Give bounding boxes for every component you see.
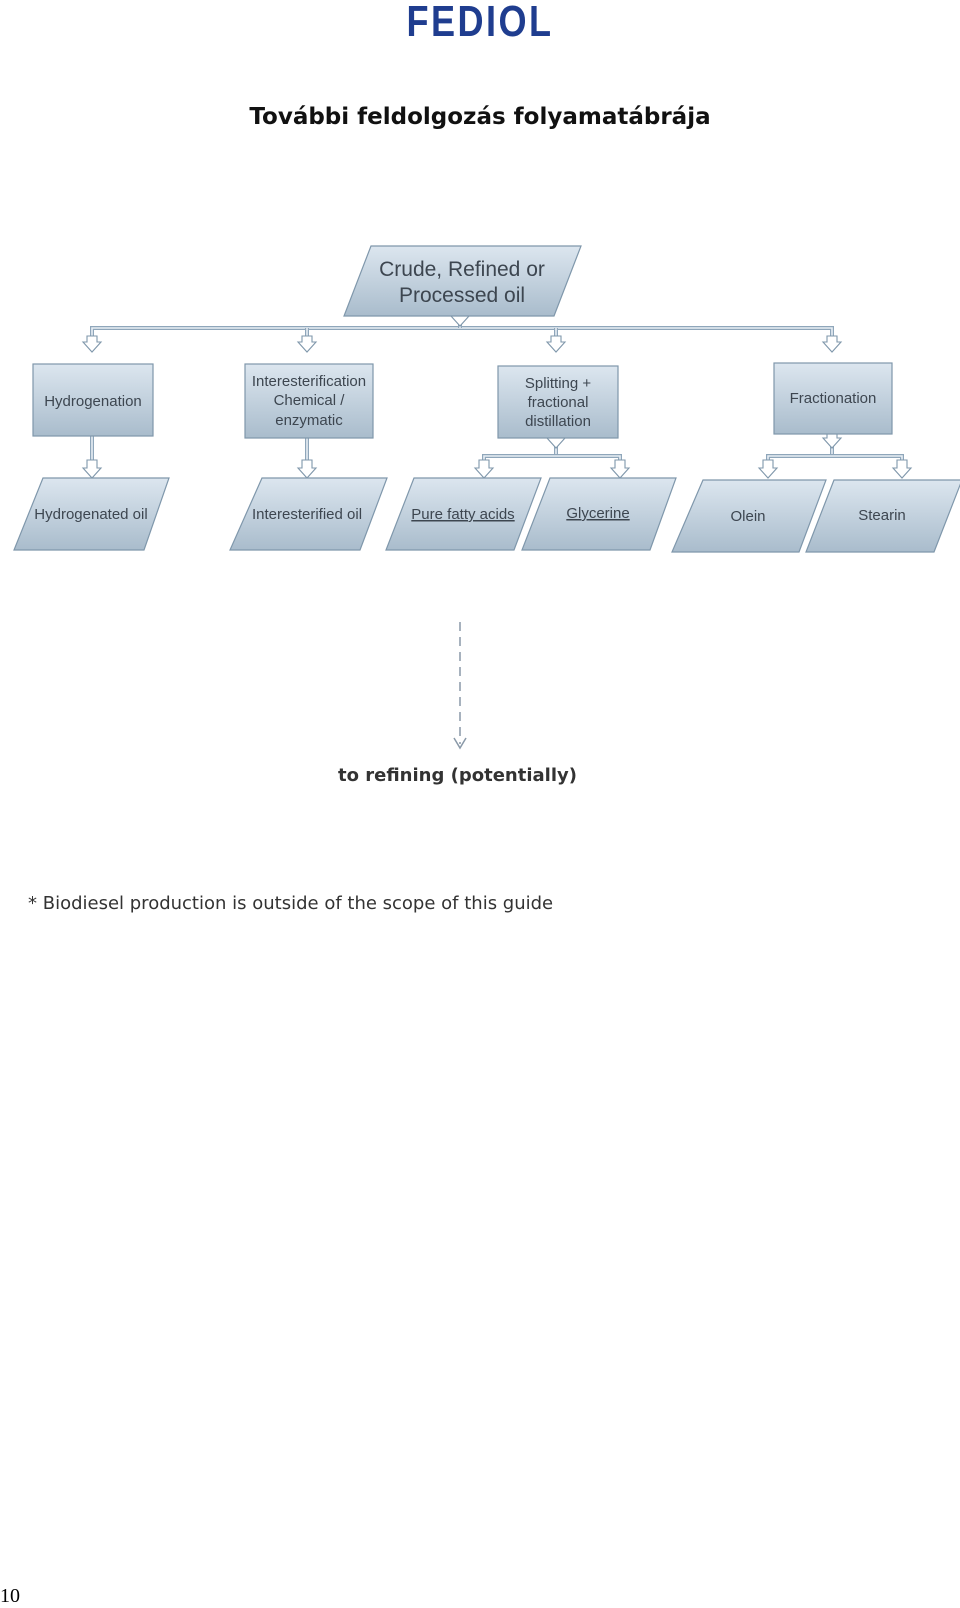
footnote: * Biodiesel production is outside of the…: [28, 893, 554, 914]
product-glycerine: Glycerine: [521, 477, 677, 551]
refining-label: to refining (potentially): [338, 765, 577, 786]
root-node: Crude, Refined or Processed oil: [343, 245, 582, 317]
product-label: Pure fatty acids: [411, 506, 514, 523]
arrow-head: [609, 459, 631, 479]
page-title: További feldolgozás folyamatábrája: [249, 104, 711, 130]
arrow-head: [81, 459, 103, 479]
product-hydrogenated-oil: Hydrogenated oil: [13, 477, 170, 551]
process-label: Interesterification: [252, 373, 366, 390]
root-label-line2: Processed oil: [399, 284, 525, 307]
process-label: Chemical /: [274, 392, 346, 409]
fediol-logo: FEDIOL: [406, 0, 554, 46]
arrow-head: [821, 335, 843, 353]
product-interesterified-oil: Interesterified oil: [229, 477, 388, 551]
root-label-line1: Crude, Refined or: [379, 258, 545, 281]
process-label: enzymatic: [275, 412, 343, 429]
product-stearin: Stearin: [805, 479, 960, 553]
process-label: Fractionation: [790, 390, 877, 407]
process-label: fractional: [528, 394, 589, 411]
arrow-head: [473, 459, 495, 479]
arrowheads: [81, 307, 913, 479]
arrow-head: [891, 459, 913, 479]
arrow-head: [296, 459, 318, 479]
arrow-head: [81, 335, 103, 353]
process-label: Hydrogenation: [44, 393, 142, 410]
product-label: Glycerine: [566, 505, 629, 522]
product-label: Olein: [730, 508, 765, 525]
product-label: Stearin: [858, 507, 906, 524]
product-label: Interesterified oil: [252, 506, 362, 523]
process-fractionation: Fractionation: [773, 362, 893, 435]
arrow-head: [296, 335, 318, 353]
process-splitting: Splitting + fractional distillation: [497, 365, 619, 439]
arrow-head: [545, 335, 567, 353]
process-hydrogenation: Hydrogenation: [32, 363, 154, 437]
product-olein: Olein: [671, 479, 827, 553]
arrow-head: [757, 459, 779, 479]
process-flowchart: Crude, Refined or Processed oil Hydrogen…: [13, 245, 960, 553]
process-interesterification: Interesterification Chemical / enzymatic: [244, 363, 374, 439]
dashed-connector: [453, 622, 467, 750]
product-label: Hydrogenated oil: [34, 506, 147, 523]
product-pure-fatty-acids: Pure fatty acids: [385, 477, 542, 551]
process-label: Splitting +: [525, 375, 592, 392]
page-number: 10: [0, 1585, 20, 1607]
process-label: distillation: [525, 413, 591, 430]
